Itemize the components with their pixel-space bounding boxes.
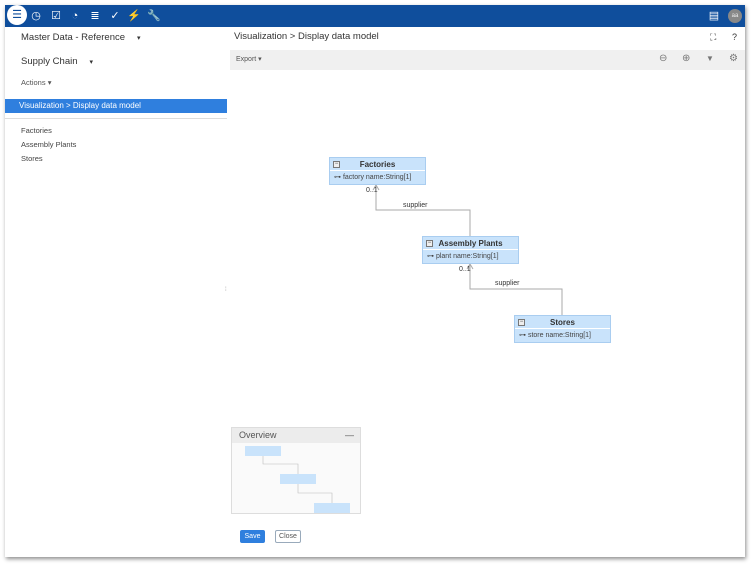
model-selector[interactable]: Supply Chain ▾: [21, 56, 93, 67]
actions-label: Actions: [21, 78, 46, 87]
export-menu[interactable]: Export ▾: [236, 56, 262, 63]
divider: [5, 118, 227, 119]
gear-icon[interactable]: ⚙: [729, 53, 738, 64]
multiplicity-label: 0..1: [366, 187, 378, 194]
chevron-down-icon: ▾: [89, 59, 94, 66]
diagram-toolbar: Export ▾ ⊖ ⊕ ▼ ⚙: [230, 50, 745, 70]
overview-minimap: [245, 446, 350, 513]
sidebar-item-assembly-plants[interactable]: Assembly Plants: [21, 140, 77, 149]
key-icon: ⊶: [427, 253, 434, 260]
association-label: supplier: [495, 280, 520, 287]
class-name: Stores: [550, 318, 575, 327]
key-icon: ⊶: [334, 174, 341, 181]
app-window: ☰ ◷ ☑ ◔ ≣ ✓ ⚡ 🔧 ▤ aa Master Data - Refer…: [5, 5, 745, 557]
arrow-icon: [372, 184, 380, 191]
caret-down-icon: ▾: [47, 78, 52, 87]
class-attribute: plant name:String[1]: [435, 253, 499, 260]
class-name: Assembly Plants: [438, 239, 503, 248]
help-icon[interactable]: ?: [732, 32, 738, 42]
association-label: supplier: [403, 202, 428, 209]
actions-menu[interactable]: Actions ▾: [21, 78, 51, 87]
collapse-icon[interactable]: −: [333, 161, 340, 168]
top-bar: ☰ ◷ ☑ ◔ ≣ ✓ ⚡ 🔧 ▤ aa: [5, 5, 745, 27]
filter-icon[interactable]: ▼: [706, 54, 714, 63]
class-name: Factories: [359, 160, 396, 169]
checkbox-icon[interactable]: ☑: [51, 10, 61, 22]
close-button[interactable]: Close: [275, 530, 301, 543]
page-title: Visualization > Display data model: [234, 31, 379, 42]
fullscreen-icon[interactable]: ⛶: [710, 32, 717, 42]
module-selector[interactable]: Master Data - Reference ▾: [21, 32, 141, 43]
model-label: Supply Chain: [21, 56, 78, 67]
database-icon[interactable]: ☰: [7, 5, 27, 25]
export-label: Export: [236, 56, 257, 63]
overview-panel[interactable]: Overview —: [231, 427, 361, 514]
class-attribute: factory name:String[1]: [342, 174, 412, 181]
overview-title: Overview: [239, 430, 277, 440]
plug-icon[interactable]: ⚡: [127, 10, 141, 22]
collapse-icon[interactable]: −: [518, 319, 525, 326]
association-line: [375, 186, 471, 236]
data-list-icon[interactable]: ≣: [90, 10, 100, 22]
gauge-icon[interactable]: ◔: [71, 10, 79, 22]
association-lines: [372, 184, 563, 315]
clock-icon[interactable]: ◷: [31, 10, 41, 22]
sidebar-item-factories[interactable]: Factories: [21, 126, 52, 135]
zoom-in-icon[interactable]: ⊕: [682, 53, 691, 64]
zoom-out-icon[interactable]: ⊖: [659, 53, 668, 64]
sidebar-item-stores[interactable]: Stores: [21, 154, 43, 163]
key-icon: ⊶: [519, 332, 526, 339]
minimize-icon[interactable]: —: [345, 430, 354, 440]
class-assembly-plants[interactable]: −Assembly Plants ⊶ plant name:String[1]: [422, 236, 519, 264]
association-line: [469, 265, 563, 315]
sidebar-selected-view[interactable]: Visualization > Display data model: [5, 99, 227, 113]
avatar[interactable]: aa: [728, 9, 742, 23]
class-stores[interactable]: − Stores ⊶ store name:String[1]: [514, 315, 611, 343]
task-check-icon[interactable]: ✓: [110, 10, 120, 22]
resize-handle[interactable]: ⁞: [225, 287, 227, 293]
chevron-down-icon: ▾: [137, 35, 141, 42]
multiplicity-label: 0..1: [459, 266, 471, 273]
class-factories[interactable]: − Factories ⊶ factory name:String[1]: [329, 157, 426, 185]
document-list-icon[interactable]: ▤: [708, 10, 720, 22]
collapse-icon[interactable]: −: [426, 240, 433, 247]
save-button[interactable]: Save: [240, 530, 265, 543]
wrench-icon[interactable]: 🔧: [147, 10, 161, 22]
class-attribute: store name:String[1]: [527, 332, 591, 339]
module-label: Master Data - Reference: [21, 32, 126, 43]
arrow-icon: [466, 263, 474, 270]
